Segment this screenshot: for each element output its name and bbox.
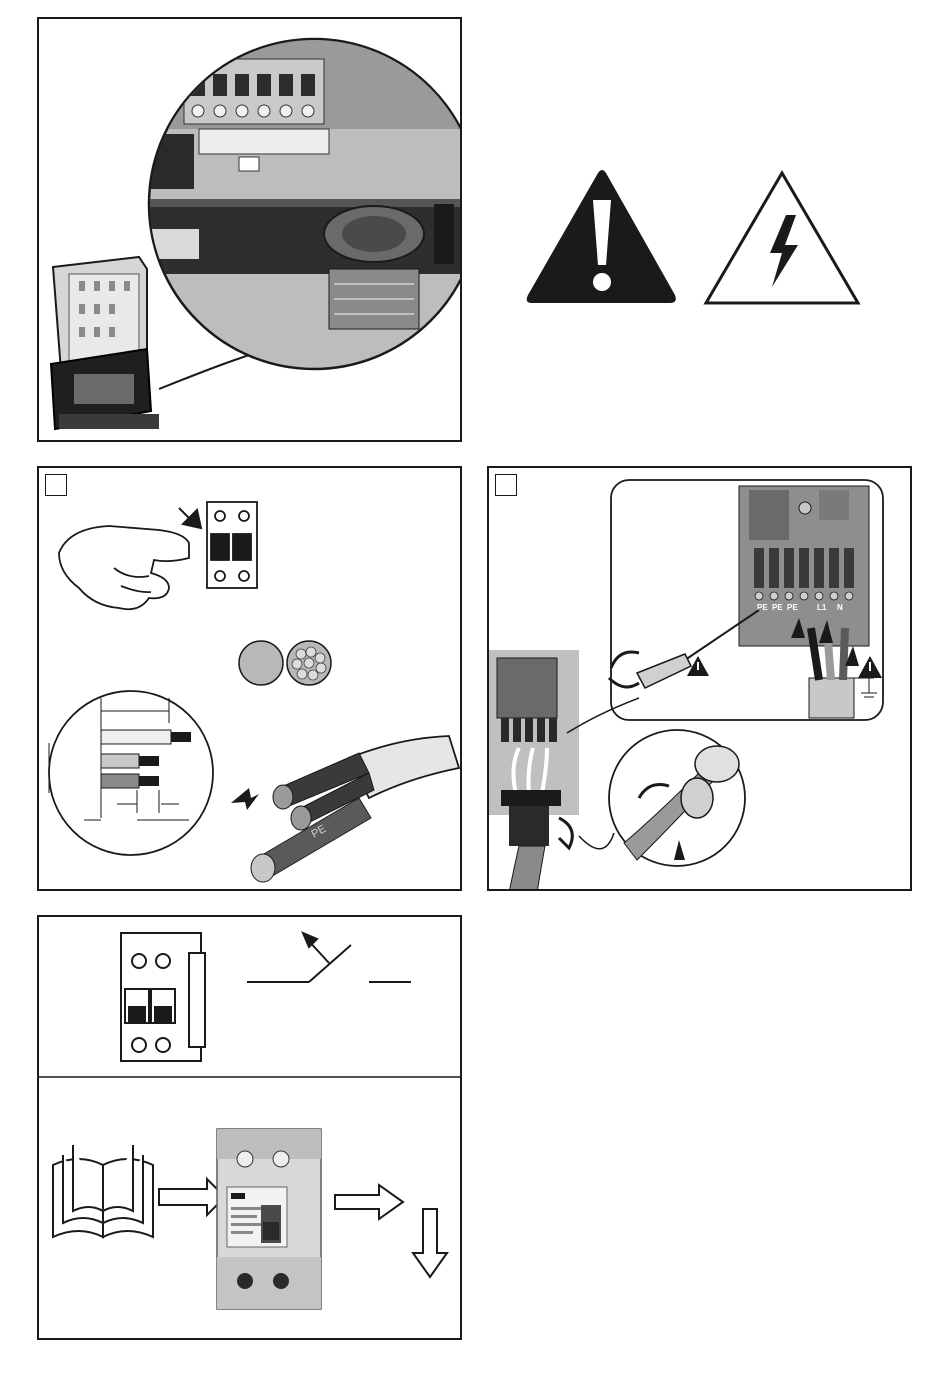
strip-wires-illustration: PE: [39, 468, 462, 891]
cable-gland-detail: [579, 730, 745, 866]
warning-symbols: [520, 165, 865, 310]
arrow-right-icon: [159, 1179, 225, 1215]
press-arrow-icon: [179, 508, 201, 528]
strip-length-diagram: [49, 691, 213, 855]
open-book-icon: [53, 1145, 153, 1237]
circuit-breaker-icon: [121, 933, 205, 1061]
open-switch-symbol: [247, 933, 411, 982]
panel-switch-off-strip: PE: [37, 466, 462, 891]
magnified-terminal-view: [134, 39, 462, 389]
inverter-device: [51, 257, 159, 429]
panel-connect-terminal: PE PE PE L1 N: [487, 466, 912, 891]
terminal-label-n: N: [837, 603, 843, 612]
wire-cross-section: [239, 641, 331, 685]
terminal-connection-illustration: PE PE PE L1 N: [489, 468, 912, 891]
rcd-device-icon: [217, 1129, 321, 1309]
hand-icon: [59, 526, 189, 609]
panel-switch-on-rcd: [37, 915, 462, 1340]
arrow-down-icon: [413, 1209, 447, 1277]
terminal-label-pe3: PE: [787, 603, 798, 612]
arrow-right-icon: [335, 1185, 403, 1219]
stripped-cable: PE: [231, 736, 459, 882]
device-terminal-area: [489, 650, 579, 891]
panel-housing-detail: [37, 17, 462, 442]
circuit-breaker-icon: [207, 502, 257, 588]
terminal-label-pe2: PE: [772, 603, 783, 612]
terminal-label-l1: L1: [817, 603, 827, 612]
warning-triangle-icon: [527, 170, 676, 303]
rcd-illustration: [39, 917, 462, 1340]
terminal-block: PE PE PE L1 N: [739, 486, 869, 646]
housing-illustration: [39, 19, 462, 442]
high-voltage-icon: [706, 173, 858, 303]
